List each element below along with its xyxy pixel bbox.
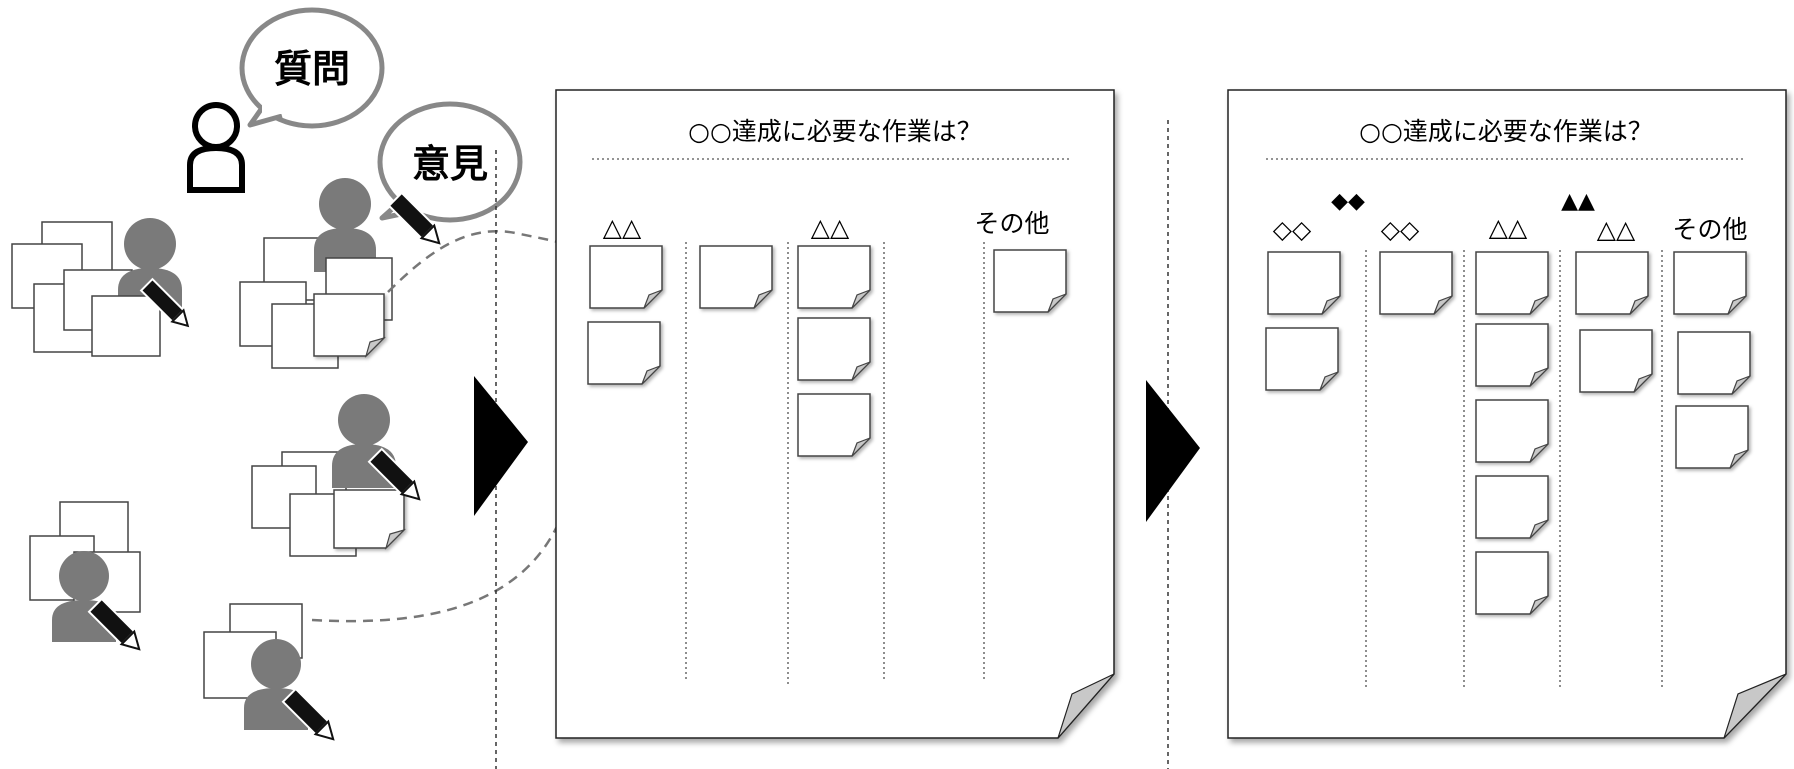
participant-group-5	[203, 603, 335, 741]
board-1: ○○達成に必要な作業は？ △△ △△ その他	[555, 89, 1115, 739]
sticky-note	[1475, 323, 1549, 387]
sticky-note	[587, 321, 661, 385]
sticky-note	[313, 293, 387, 359]
group-label: ◆◆	[1331, 189, 1365, 214]
sticky-note	[1673, 251, 1747, 315]
pencil-icon	[87, 597, 141, 651]
group-label: ▲▲	[1561, 189, 1595, 214]
sticky-note	[271, 303, 339, 369]
pencil-icon	[387, 191, 441, 245]
column-label: △△	[811, 213, 850, 242]
participant-group-3	[251, 394, 421, 557]
opinion-bubble: 意見	[377, 101, 523, 223]
column-label: △△	[1597, 215, 1636, 244]
sticky-note	[1675, 405, 1749, 469]
pencil-icon	[139, 277, 190, 328]
sticky-note	[1475, 475, 1549, 539]
board-1-title: ○○達成に必要な作業は？	[688, 117, 982, 146]
column-label: △△	[603, 213, 642, 242]
column-label: ◇◇	[1273, 215, 1312, 244]
sticky-note	[993, 249, 1067, 313]
sticky-note	[1475, 399, 1549, 463]
column-label: その他	[1672, 215, 1747, 244]
sticky-note	[1475, 251, 1549, 315]
column-label: △△	[1489, 213, 1528, 242]
opinion-label: 意見	[412, 142, 488, 186]
sticky-note	[797, 245, 871, 309]
sticky-note	[797, 393, 871, 457]
sticky-note	[1379, 251, 1453, 315]
person-outline-icon	[187, 102, 245, 193]
sticky-note	[1575, 251, 1649, 315]
question-label: 質問	[274, 47, 350, 91]
sticky-note	[91, 295, 161, 357]
participant-group-4	[29, 501, 141, 651]
sticky-note	[1579, 329, 1653, 393]
sticky-note	[589, 245, 663, 309]
board-2: ○○達成に必要な作業は？ ◆◆ ▲▲ ◇◇ ◇◇ △△ △△ その他	[1227, 89, 1787, 739]
sticky-note	[699, 245, 773, 309]
pencil-icon	[281, 687, 335, 741]
column-label: その他	[974, 209, 1049, 238]
sticky-note	[1265, 327, 1339, 391]
sticky-note	[1267, 251, 1341, 315]
board-2-title: ○○達成に必要な作業は？	[1359, 117, 1653, 146]
sticky-note	[797, 317, 871, 381]
step-arrow-icon	[474, 376, 528, 516]
column-label: ◇◇	[1381, 215, 1420, 244]
question-bubble: 質問	[239, 7, 385, 129]
pencil-icon	[367, 447, 421, 501]
participant-group-2	[239, 178, 441, 369]
sticky-note	[1677, 331, 1751, 395]
sticky-note	[333, 489, 407, 551]
step-arrow-icon	[1146, 380, 1200, 522]
participant-group-1	[11, 218, 190, 357]
sticky-note	[1475, 551, 1549, 615]
